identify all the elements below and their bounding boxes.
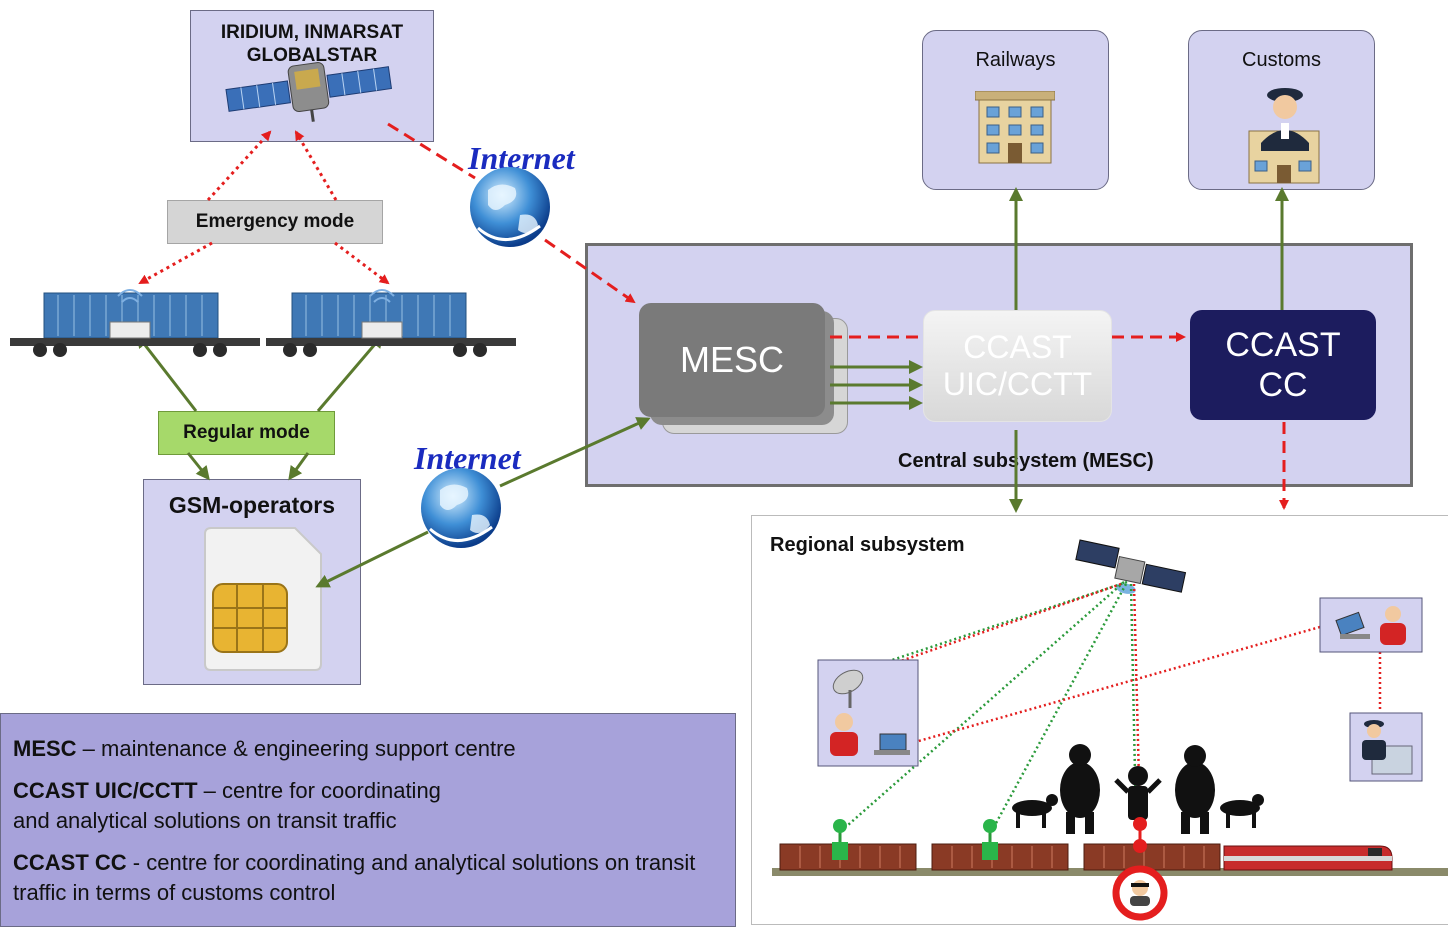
legend-term: CCAST CC: [13, 850, 127, 875]
legend-desc: centre for coordinating and analytical s…: [13, 778, 441, 833]
legend-sep: -: [126, 850, 147, 875]
legend-item-ccast-uic: CCAST UIC/CCTT – centre for coordinating…: [13, 776, 453, 836]
customs-box: Customs: [1188, 30, 1375, 190]
satellite-provider-line2: GLOBALSTAR: [246, 45, 378, 66]
gsm-operators-label: GSM-operators: [168, 492, 336, 518]
regional-station-box: [817, 659, 919, 767]
ccast-cc-line2: CC: [1258, 366, 1308, 404]
ccast-uic-box[interactable]: CCAST UIC/CCTT: [923, 310, 1112, 422]
emergency-mode-label: Emergency mode: [167, 200, 383, 244]
regular-mode-label: Regular mode: [158, 411, 335, 455]
legend-desc: centre for coordinating and analytical s…: [13, 850, 696, 905]
ccast-uic-line1: CCAST: [963, 329, 1072, 365]
central-subsystem-caption: Central subsystem (MESC): [898, 450, 1154, 472]
legend-box: MESC – maintenance & engineering support…: [0, 713, 736, 927]
customs-officer-icon: [1362, 720, 1413, 775]
legend-term: MESC: [13, 736, 77, 761]
regional-customs-box: [1349, 712, 1423, 782]
satellite-icon: [225, 62, 393, 122]
legend-sep: –: [76, 736, 102, 761]
satellite-provider-line1: IRIDIUM, INMARSAT: [220, 22, 404, 43]
operator-icon: [1380, 606, 1406, 645]
globe-icon: [421, 468, 501, 548]
ccast-uic-line2: UIC/CCTT: [942, 366, 1093, 402]
dog-handler-icon: [1012, 744, 1264, 834]
locomotive-icon: [1223, 845, 1393, 871]
railways-label: Railways: [975, 49, 1056, 71]
building-icon: [975, 91, 1055, 164]
dish-antenna-icon: [832, 669, 864, 708]
tracker-device-green-2: [982, 819, 998, 860]
mesc-label: MESC: [679, 339, 784, 380]
legend-item-mesc: MESC – maintenance & engineering support…: [13, 734, 713, 764]
customs-label: Customs: [1242, 49, 1321, 71]
freight-train: [772, 817, 1448, 921]
legend-term: CCAST UIC/CCTT: [13, 778, 198, 803]
legend-sep: –: [197, 778, 223, 803]
tracker-device-red: [1133, 817, 1147, 853]
satellite-provider-box: IRIDIUM, INMARSAT GLOBALSTAR: [190, 10, 434, 142]
legend-desc: maintenance & engineering support centre: [101, 736, 516, 761]
laptop-icon: [874, 733, 910, 755]
mesc-box[interactable]: MESC: [639, 303, 825, 417]
customs-officer-icon: [1248, 88, 1320, 184]
regional-subsystem-caption: Regional subsystem: [770, 534, 965, 556]
ccast-cc-line1: CCAST: [1225, 326, 1341, 364]
container-wagon-2: [266, 289, 516, 357]
laptop-icon: [1335, 611, 1370, 639]
globe-icon: [470, 167, 550, 247]
tracker-device-green-1: [832, 819, 848, 860]
legend-item-ccast-cc: CCAST CC - centre for coordinating and a…: [13, 848, 713, 908]
thief-silhouette-icon: [1114, 766, 1162, 820]
railways-box: Railways: [922, 30, 1109, 190]
sim-card-icon: [204, 527, 322, 671]
operator-icon: [830, 713, 858, 756]
thief-icon: [1112, 865, 1168, 921]
regional-operator-box: [1319, 597, 1423, 653]
container-wagon-1: [10, 289, 260, 357]
ccast-cc-box[interactable]: CCAST CC: [1190, 310, 1376, 420]
satellite-icon: [1075, 539, 1187, 594]
